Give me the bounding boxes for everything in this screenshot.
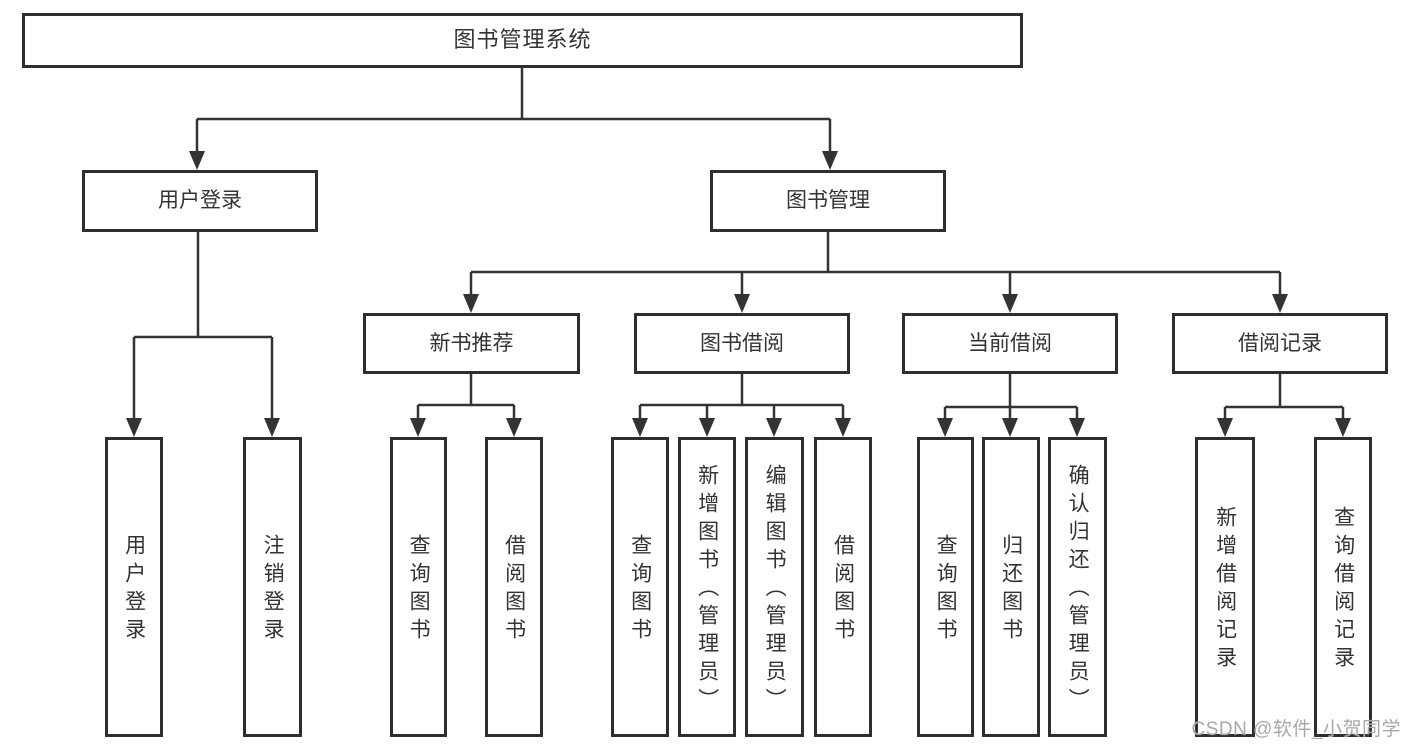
leaf-query-books-1: 查询图书 [390,437,447,737]
node-borrow-record: 借阅记录 [1172,313,1388,374]
leaf-query-books-3: 查询图书 [917,437,974,737]
leaf-logout: 注销登录 [243,437,302,737]
node-current-borrow: 当前借阅 [902,313,1118,374]
node-book-borrow: 图书借阅 [634,313,850,374]
leaf-query-books-2: 查询图书 [611,437,669,737]
leaf-borrow-books-1: 借阅图书 [485,437,543,737]
leaf-confirm-return-admin: 确认归还（管理员） [1048,437,1107,737]
leaf-borrow-books-2: 借阅图书 [814,437,872,737]
node-user-login: 用户登录 [82,170,318,232]
csdn-watermark: CSDN @软件_小贺同学 [1191,719,1401,740]
node-root-system: 图书管理系统 [22,13,1023,68]
leaf-add-book-admin: 新增图书（管理员） [678,437,736,737]
leaf-user-login: 用户登录 [105,437,163,737]
leaf-query-borrow-record: 查询借阅记录 [1314,437,1372,737]
arrowheads [126,151,1351,437]
leaf-return-book: 归还图书 [982,437,1040,737]
node-book-management: 图书管理 [710,170,946,232]
leaf-add-borrow-record: 新增借阅记录 [1195,437,1255,737]
leaf-edit-book-admin: 编辑图书（管理员） [745,437,804,737]
node-new-book-recommend: 新书推荐 [363,313,580,374]
